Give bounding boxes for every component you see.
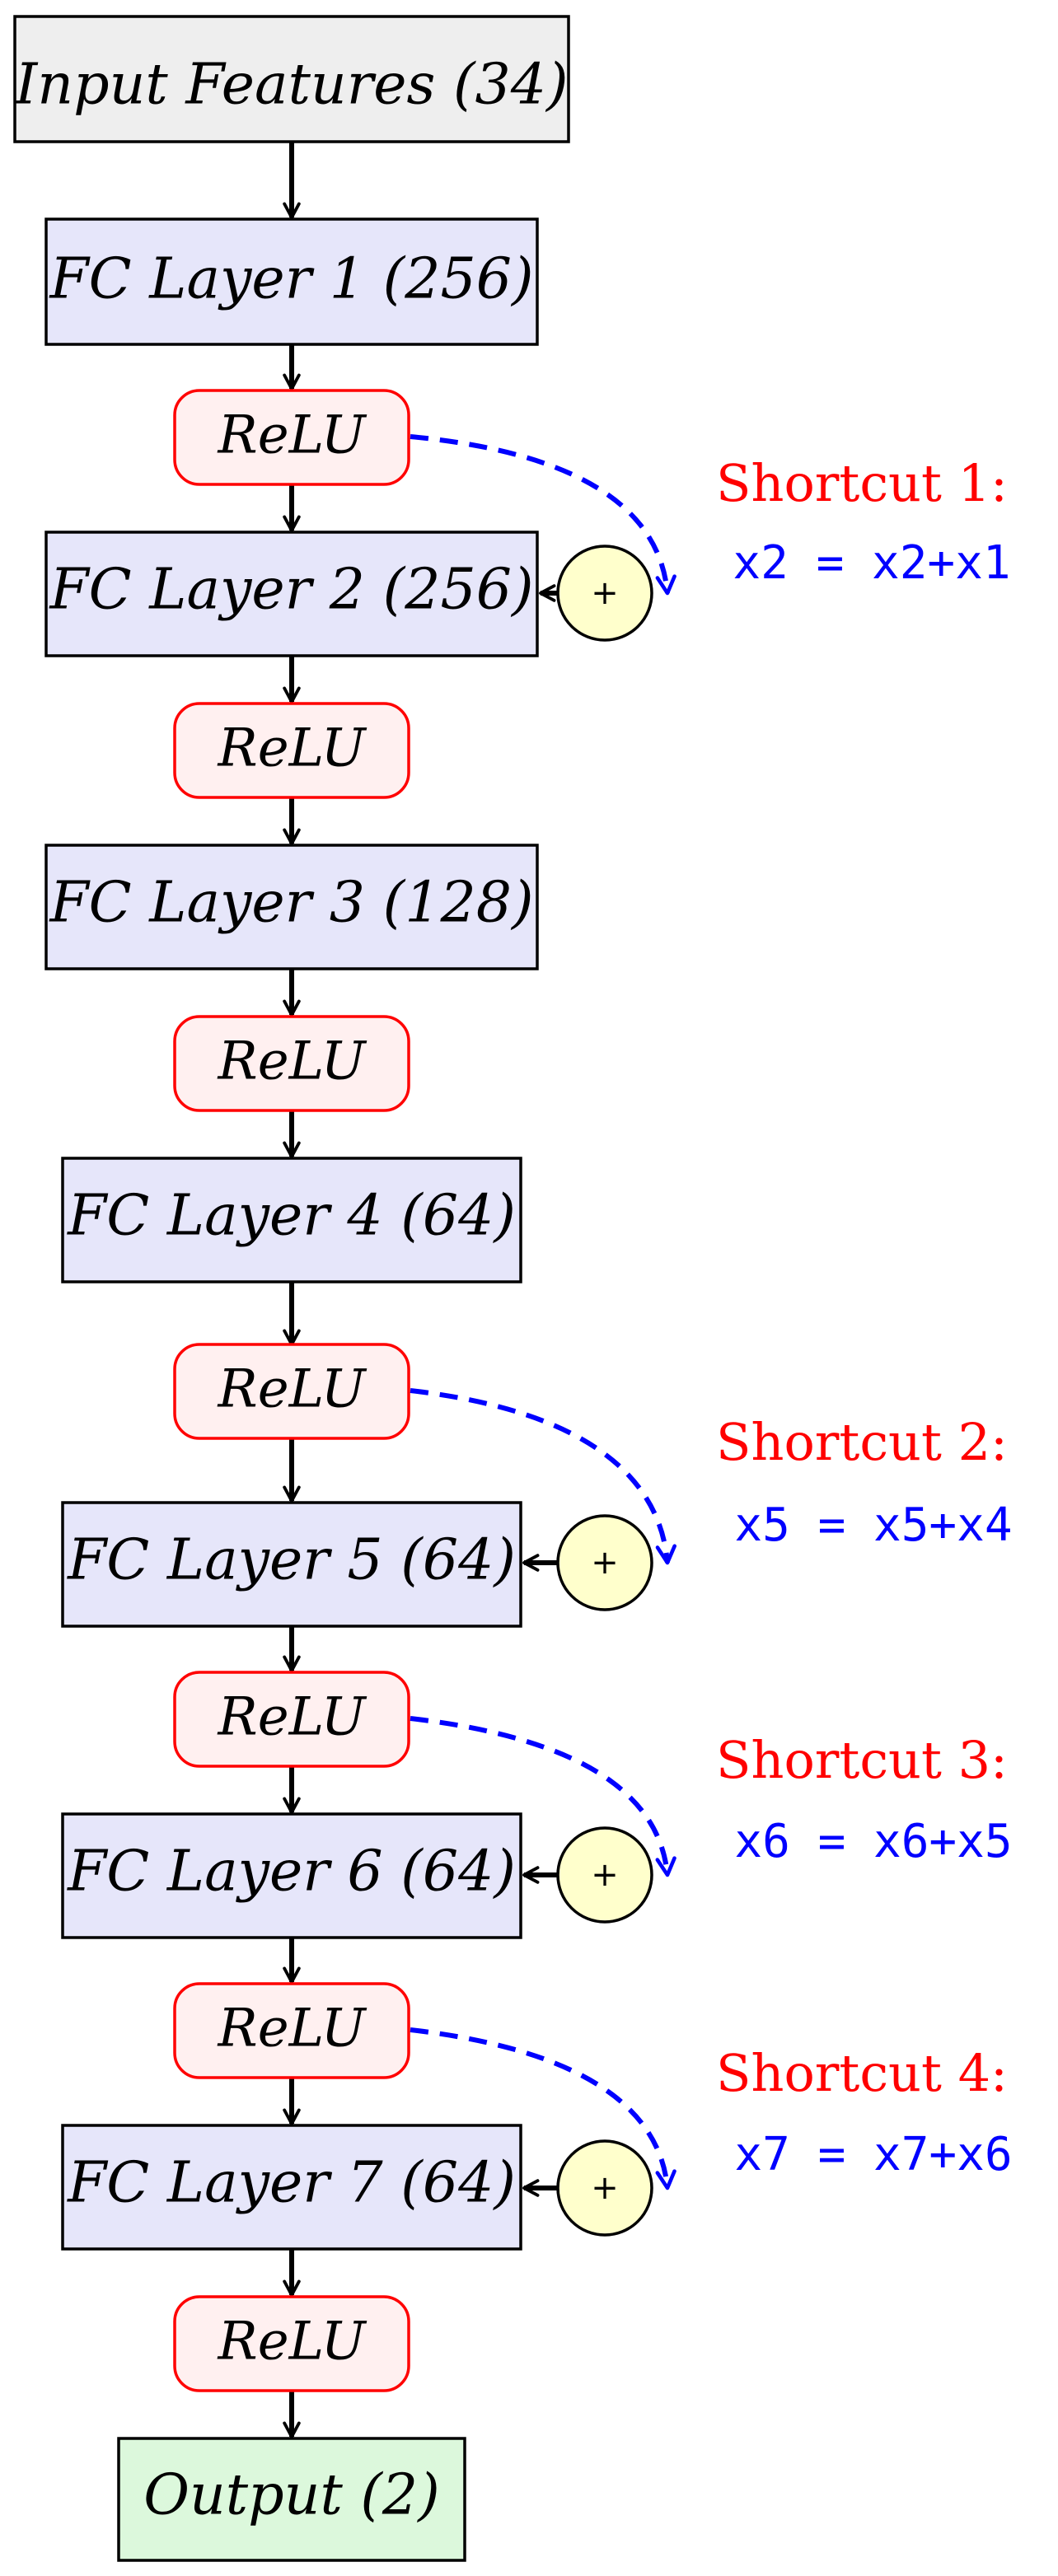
relu-3-node: ReLU bbox=[173, 1015, 410, 1112]
shortcut-curves bbox=[410, 434, 676, 2190]
fc-layer-7-node: FC Layer 7 (64) bbox=[61, 2124, 522, 2251]
output-label: Output (2) bbox=[143, 2463, 439, 2528]
fc-layer-4-node: FC Layer 4 (64) bbox=[61, 1157, 522, 1283]
shortcut-4-title: Shortcut 4: bbox=[716, 2043, 1008, 2103]
relu-4-label: ReLU bbox=[218, 1359, 367, 1420]
shortcut-1-title: Shortcut 1: bbox=[716, 453, 1008, 513]
shortcut-2-equation: x5 = x5+x4 bbox=[734, 1498, 1012, 1552]
shortcut-label-4: Shortcut 4: x7 = x7+x6 bbox=[716, 2043, 1013, 2181]
shortcut-label-3: Shortcut 3: x6 = x6+x5 bbox=[716, 1730, 1013, 1868]
shortcut-3-equation: x6 = x6+x5 bbox=[734, 1815, 1012, 1868]
relu-4-node: ReLU bbox=[173, 1343, 410, 1440]
relu-5-node: ReLU bbox=[173, 1671, 410, 1768]
shortcut-curve-4 bbox=[410, 2027, 676, 2190]
shortcut-2-title: Shortcut 2: bbox=[716, 1412, 1008, 1472]
relu-1-node: ReLU bbox=[173, 389, 410, 486]
add-node-4: + bbox=[522, 2139, 653, 2237]
add-node-1: + bbox=[539, 545, 653, 642]
shortcut-4-equation: x7 = x7+x6 bbox=[734, 2128, 1012, 2181]
fc-layer-5-label: FC Layer 5 (64) bbox=[66, 1528, 516, 1593]
shortcut-label-1: Shortcut 1: x2 = x2+x1 bbox=[716, 453, 1011, 590]
relu-7-node: ReLU bbox=[173, 2295, 410, 2392]
fc-layer-2-node: FC Layer 2 (256) bbox=[44, 531, 539, 657]
fc-layer-3-node: FC Layer 3 (128) bbox=[44, 844, 539, 970]
relu-2-label: ReLU bbox=[218, 718, 367, 779]
relu-1-label: ReLU bbox=[218, 405, 367, 466]
shortcut-1-equation: x2 = x2+x1 bbox=[733, 536, 1010, 590]
shortcut-3-title: Shortcut 3: bbox=[716, 1730, 1008, 1790]
add-node-3: + bbox=[522, 1826, 653, 1924]
fc-layer-3-label: FC Layer 3 (128) bbox=[48, 871, 533, 936]
relu-6-node: ReLU bbox=[173, 1982, 410, 2079]
plus-icon: + bbox=[591, 1544, 619, 1582]
relu-6-label: ReLU bbox=[218, 1999, 367, 2059]
shortcut-label-2: Shortcut 2: x5 = x5+x4 bbox=[716, 1412, 1013, 1552]
fc-layer-4-label: FC Layer 4 (64) bbox=[66, 1184, 516, 1249]
fc-layer-1-label: FC Layer 1 (256) bbox=[48, 247, 533, 312]
relu-3-label: ReLU bbox=[218, 1031, 367, 1092]
input-features-node: Input Features (34) bbox=[13, 15, 570, 143]
fc-layer-1-node: FC Layer 1 (256) bbox=[44, 217, 539, 346]
add-node-2: + bbox=[522, 1514, 653, 1611]
fc-layer-7-label: FC Layer 7 (64) bbox=[66, 2151, 516, 2216]
fc-layer-2-label: FC Layer 2 (256) bbox=[48, 558, 533, 623]
output-node: Output (2) bbox=[117, 2437, 466, 2562]
shortcut-curve-1 bbox=[410, 434, 676, 596]
shortcut-curve-2 bbox=[410, 1388, 676, 1565]
fc-layer-5-node: FC Layer 5 (64) bbox=[61, 1501, 522, 1628]
relu-7-label: ReLU bbox=[218, 2312, 367, 2373]
relu-2-node: ReLU bbox=[173, 702, 410, 799]
shortcut-curve-3 bbox=[410, 1716, 676, 1877]
fc-layer-6-node: FC Layer 6 (64) bbox=[61, 1812, 522, 1939]
plus-icon: + bbox=[591, 1856, 619, 1894]
plus-icon: + bbox=[591, 574, 619, 612]
fc-layer-6-label: FC Layer 6 (64) bbox=[66, 1840, 516, 1905]
relu-5-label: ReLU bbox=[218, 1687, 367, 1748]
plus-icon: + bbox=[591, 2169, 619, 2207]
input-features-label: Input Features (34) bbox=[13, 53, 568, 118]
